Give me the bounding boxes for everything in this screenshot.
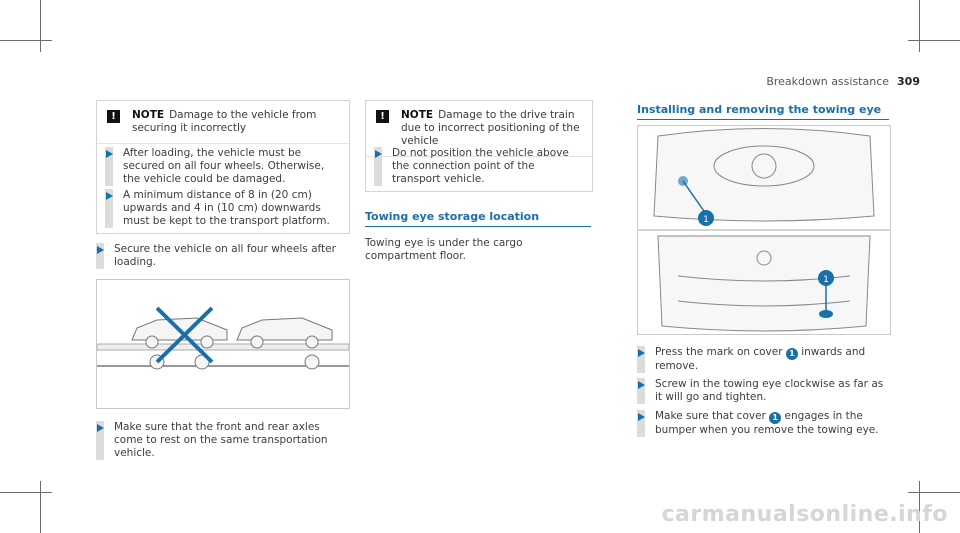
step-text: After loading, the vehicle must be secur…: [123, 147, 325, 185]
note-label: NOTE: [401, 109, 434, 121]
step-text: Make sure that cover 1 engages in the bu…: [655, 410, 879, 436]
step-text: Screw in the towing eye clockwise as far…: [655, 378, 884, 403]
section-heading: Towing eye storage location: [365, 210, 591, 227]
step-arrow-icon: [105, 189, 113, 228]
crop-mark: [908, 40, 960, 41]
step-text: A minimum distance of 8 in (20 cm) upwar…: [123, 189, 330, 227]
callout-label: 1: [703, 215, 709, 225]
instruction-step: Screw in the towing eye clockwise as far…: [637, 378, 889, 404]
step-arrow-icon: [96, 243, 104, 269]
callout-label: 1: [823, 275, 829, 285]
section-title: Breakdown assistance: [766, 75, 890, 88]
watermark: carmanualsonline.info: [661, 502, 948, 527]
step-arrow-icon: [637, 410, 645, 437]
instruction-step: Press the mark on cover 1 inwards and re…: [637, 346, 889, 373]
crop-mark: [40, 0, 41, 52]
crop-mark: [919, 481, 920, 533]
callout-badge-icon: 1: [769, 412, 782, 424]
instruction-step: Make sure that the front and rear axles …: [96, 421, 348, 460]
section-heading: Installing and removing the towing eye: [637, 103, 889, 120]
bumper-illustration: 1 1: [638, 128, 890, 332]
note-step: Do not position the vehicle above the co…: [374, 147, 580, 186]
transport-figure: [96, 279, 350, 409]
step-text: Press the mark on cover 1 inwards and re…: [655, 346, 866, 372]
step-arrow-icon: [637, 378, 645, 404]
note-step: After loading, the vehicle must be secur…: [105, 147, 337, 186]
step-arrow-icon: [374, 147, 382, 186]
crop-mark: [40, 481, 41, 533]
body-text: Towing eye is under the cargo compartmen…: [365, 237, 523, 262]
warning-icon: !: [376, 110, 389, 123]
callout-badge-icon: 1: [785, 348, 798, 360]
instruction-step: Secure the vehicle on all four wheels af…: [96, 243, 348, 269]
step-arrow-icon: [96, 421, 104, 460]
step-text: Do not position the vehicle above the co…: [392, 147, 569, 185]
step-arrow-icon: [105, 147, 113, 186]
step-arrow-icon: [637, 346, 645, 373]
note-text: Damage to the vehicle from securing it i…: [132, 109, 317, 134]
page-number: 309: [897, 75, 920, 88]
step-text: Secure the vehicle on all four wheels af…: [114, 243, 336, 268]
towing-eye-figure: 1 1: [637, 125, 891, 335]
transport-vehicle-illustration: [96, 306, 350, 370]
crop-mark: [908, 492, 960, 493]
crop-mark: [0, 40, 52, 41]
instruction-step: Make sure that cover 1 engages in the bu…: [637, 410, 889, 437]
note-step: A minimum distance of 8 in (20 cm) upwar…: [105, 189, 337, 228]
crop-mark: [0, 492, 52, 493]
warning-icon: !: [107, 110, 120, 123]
note-text: Damage to the drive train due to incorre…: [401, 109, 580, 147]
page-header: Breakdown assistance 309: [766, 75, 920, 88]
crop-mark: [919, 0, 920, 52]
note-label: NOTE: [132, 109, 165, 121]
step-text: Make sure that the front and rear axles …: [114, 421, 328, 459]
